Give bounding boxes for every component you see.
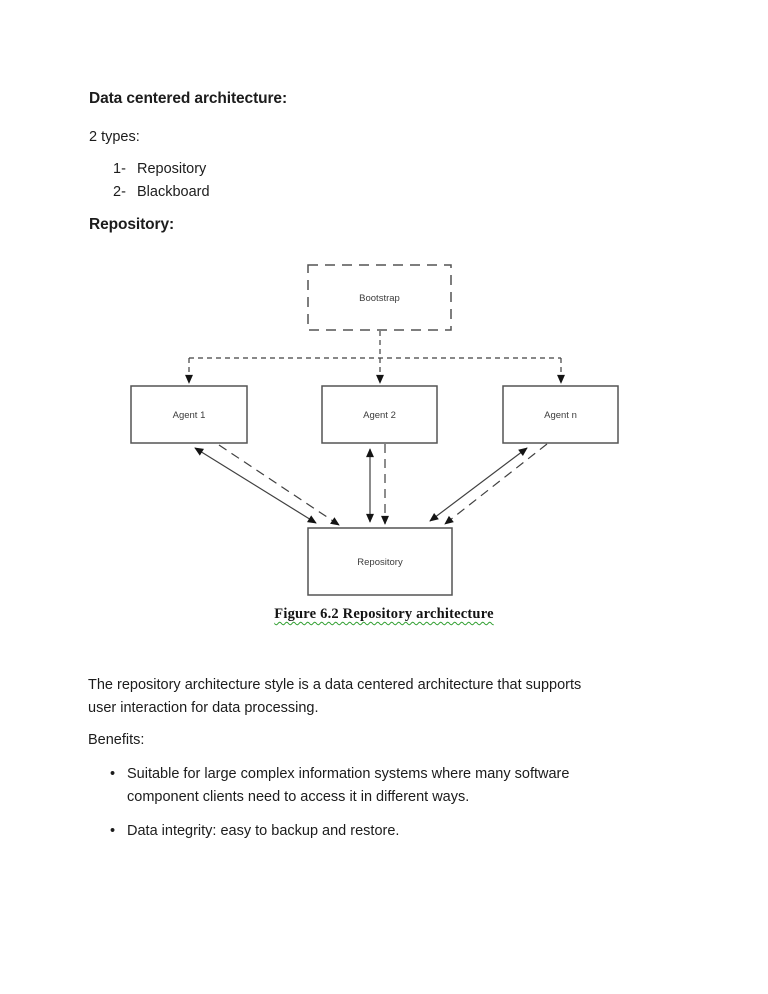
list-item-marker: 2- bbox=[113, 184, 126, 200]
agent2-node-label: Agent 2 bbox=[363, 410, 396, 421]
paragraph-line: user interaction for data processing. bbox=[88, 700, 319, 716]
heading-repository: Repository: bbox=[89, 216, 175, 233]
list-item-label: Blackboard bbox=[137, 184, 210, 200]
benefit-text: Suitable for large complex information s… bbox=[127, 763, 569, 809]
benefit-text: Data integrity: easy to backup and resto… bbox=[127, 820, 399, 843]
list-item-marker: 1- bbox=[113, 161, 126, 177]
agent1-repository-dashed-arrow bbox=[218, 444, 340, 526]
agentn-repository-dashed-arrow bbox=[444, 443, 548, 525]
agent1-node-label: Agent 1 bbox=[173, 410, 206, 421]
repository-node bbox=[307, 527, 453, 596]
agent1-repository-double-arrow bbox=[194, 447, 317, 524]
heading-data-centered-architecture: Data centered architecture: bbox=[89, 90, 288, 107]
bullet-icon: • bbox=[110, 766, 116, 782]
benefits-heading: Benefits: bbox=[88, 732, 145, 748]
benefit-list-item: • Data integrity: easy to backup and res… bbox=[110, 820, 399, 843]
paragraph-line: The repository architecture style is a d… bbox=[88, 677, 582, 693]
agent1-node bbox=[130, 385, 248, 444]
repository-node-label: Repository bbox=[357, 557, 403, 568]
benefit-list-item: • Suitable for large complex information… bbox=[110, 763, 569, 809]
bootstrap-node-label: Bootstrap bbox=[359, 293, 400, 304]
agentn-repository-double-arrow bbox=[429, 447, 528, 522]
bootstrap-node bbox=[307, 264, 452, 331]
bullet-icon: • bbox=[110, 823, 116, 839]
list-item-label: Repository bbox=[137, 161, 207, 177]
agent2-node bbox=[321, 385, 438, 444]
repository-description-paragraph: The repository architecture style is a d… bbox=[88, 674, 581, 720]
types-intro-text: 2 types: bbox=[89, 129, 140, 145]
repository-architecture-diagram: Bootstrap Agent 1 Agent 2 Agent n Reposi… bbox=[130, 264, 619, 596]
figure-caption: Figure 6.2 Repository architecture bbox=[0, 606, 768, 623]
benefit-text-line: Suitable for large complex information s… bbox=[127, 766, 570, 782]
list-item: 2- Blackboard bbox=[113, 184, 210, 200]
list-item: 1- Repository bbox=[113, 161, 206, 177]
benefit-text-line: Data integrity: easy to backup and resto… bbox=[127, 823, 400, 839]
agentn-node bbox=[502, 385, 619, 444]
figure-caption-text: Figure 6.2 Repository architecture bbox=[274, 606, 494, 622]
agentn-node-label: Agent n bbox=[544, 410, 577, 421]
benefit-text-line: component clients need to access it in d… bbox=[127, 789, 470, 805]
